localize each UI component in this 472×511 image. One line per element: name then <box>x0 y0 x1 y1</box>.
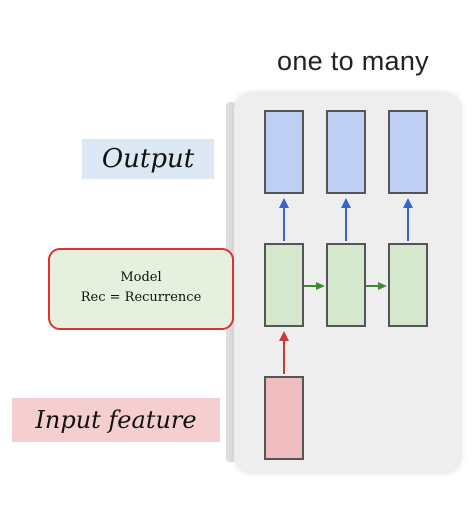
model-label-line1: Model <box>120 270 162 285</box>
input-box-1 <box>264 376 304 460</box>
diagram-title: one to many <box>277 46 429 76</box>
model-label-line2: Rec = Recurrence <box>80 290 202 305</box>
input-label: Input feature <box>12 398 220 442</box>
output-box-1 <box>264 110 304 194</box>
model-label-box: Model Rec = Recurrence <box>48 248 234 330</box>
hidden-box-3 <box>388 243 428 327</box>
hidden-box-2 <box>326 243 366 327</box>
output-box-3 <box>388 110 428 194</box>
output-label: Output <box>82 139 214 179</box>
hidden-box-1 <box>264 243 304 327</box>
output-box-2 <box>326 110 366 194</box>
